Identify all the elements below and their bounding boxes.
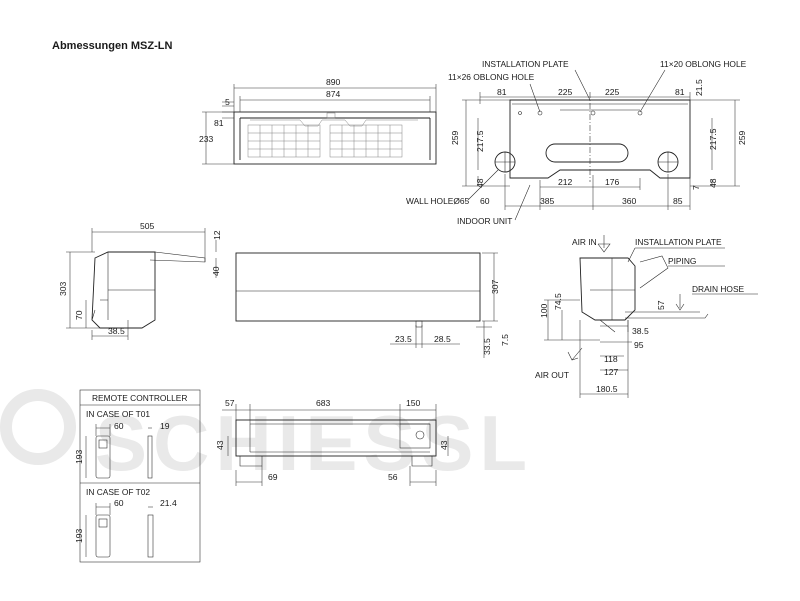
rc-dim-193b: 193 (74, 528, 84, 543)
dim-plate-360: 360 (622, 196, 637, 206)
dim-rs-100: 100 (539, 303, 549, 318)
label-air-in: AIR IN (572, 237, 597, 247)
dim-plate-176: 176 (605, 177, 620, 187)
label-drain-hose: DRAIN HOSE (692, 284, 745, 294)
dim-5: 5 (225, 97, 230, 107)
dim-plate-48l: 48 (475, 178, 485, 188)
rc-dim-19: 19 (160, 421, 170, 431)
dim-rs-95: 95 (634, 340, 644, 350)
watermark-text: SCHIESSL (95, 399, 533, 487)
bottom-view: 57 683 150 43 43 69 56 (215, 398, 449, 486)
label-wall-hole: WALL HOLEØ65 (406, 196, 469, 206)
dim-bot-150: 150 (406, 398, 421, 408)
dim-side-303: 303 (58, 281, 68, 296)
dim-plate-60: 60 (480, 196, 490, 206)
dim-plate-225a: 225 (558, 87, 573, 97)
dim-874: 874 (326, 89, 341, 99)
rc-dim-21-4: 21.4 (160, 498, 177, 508)
dim-81: 81 (214, 118, 224, 128)
dim-233: 233 (199, 134, 214, 144)
dim-plate-259l: 259 (450, 130, 460, 145)
dim-bot-56: 56 (388, 472, 398, 482)
label-air-out: AIR OUT (535, 370, 569, 380)
label-piping: PIPING (668, 256, 696, 266)
dim-plate-7: 7 (691, 185, 701, 190)
front-view: 307 23.5 28.5 33.5 7.5 (235, 252, 510, 358)
rc-case-t01: IN CASE OF T01 (86, 409, 150, 419)
right-side-view: AIR IN INSTALLATION PLATE PIPING DRAIN H… (535, 235, 758, 398)
dim-plate-81r: 81 (675, 87, 685, 97)
dim-plate-259r: 259 (737, 130, 747, 145)
dim-bot-69: 69 (268, 472, 278, 482)
watermark: SCHIESSL (0, 389, 533, 487)
label-oblong-11x26: 11×26 OBLONG HOLE (448, 72, 535, 82)
label-indoor-unit: INDOOR UNIT (457, 216, 512, 226)
dim-890: 890 (326, 77, 341, 87)
dim-rs-127: 127 (604, 367, 619, 377)
rc-dim-193a: 193 (74, 449, 84, 464)
dim-plate-81l: 81 (497, 87, 507, 97)
dim-front-23-5: 23.5 (395, 334, 412, 344)
dim-front-33-5: 33.5 (482, 338, 492, 355)
dim-plate-21-5: 21.5 (694, 79, 704, 96)
dim-plate-217-5l: 217.5 (475, 130, 485, 152)
dim-plate-217-5r: 217.5 (708, 128, 718, 150)
dim-rs-118: 118 (604, 354, 618, 364)
dim-plate-225b: 225 (605, 87, 620, 97)
dim-plate-212: 212 (558, 177, 573, 187)
dim-rs-38-5: 38.5 (632, 326, 649, 336)
dim-side-505: 505 (140, 221, 155, 231)
top-view: 890 874 5 81 233 (199, 77, 437, 165)
dim-front-307: 307 (490, 279, 500, 294)
dim-rs-57: 57 (656, 300, 666, 310)
rc-title: REMOTE CONTROLLER (92, 393, 187, 403)
rc-case-t02: IN CASE OF T02 (86, 487, 150, 497)
dim-rs-180-5: 180.5 (596, 384, 618, 394)
dim-rs-74-5: 74.5 (553, 293, 563, 310)
dim-front-28-5: 28.5 (434, 334, 451, 344)
installation-plate-view: INSTALLATION PLATE 11×26 OBLONG HOLE 11×… (406, 59, 747, 226)
dim-side-12: 12 (212, 230, 222, 240)
label-installation-plate: INSTALLATION PLATE (482, 59, 569, 69)
dim-side-38-5: 38.5 (108, 326, 125, 336)
dim-plate-85: 85 (673, 196, 683, 206)
dim-bot-57: 57 (225, 398, 235, 408)
dim-bot-43b: 43 (439, 440, 449, 450)
dim-bot-683: 683 (316, 398, 331, 408)
label-installation-plate-2: INSTALLATION PLATE (635, 237, 722, 247)
dim-front-7-5: 7.5 (500, 334, 510, 346)
dim-side-70: 70 (74, 310, 84, 320)
rc-dim-60a: 60 (114, 421, 124, 431)
rc-dim-60b: 60 (114, 498, 124, 508)
remote-controller-box: REMOTE CONTROLLER IN CASE OF T01 IN CASE… (74, 389, 201, 563)
page-title: Abmessungen MSZ-LN (52, 40, 173, 52)
dim-plate-48r: 48 (708, 178, 718, 188)
dim-side-40: 40 (211, 266, 221, 276)
dim-bot-43a: 43 (215, 440, 225, 450)
label-oblong-11x20: 11×20 OBLONG HOLE (660, 59, 747, 69)
side-view: 505 12 40 303 70 38.5 (58, 221, 222, 340)
dim-plate-385: 385 (540, 196, 555, 206)
